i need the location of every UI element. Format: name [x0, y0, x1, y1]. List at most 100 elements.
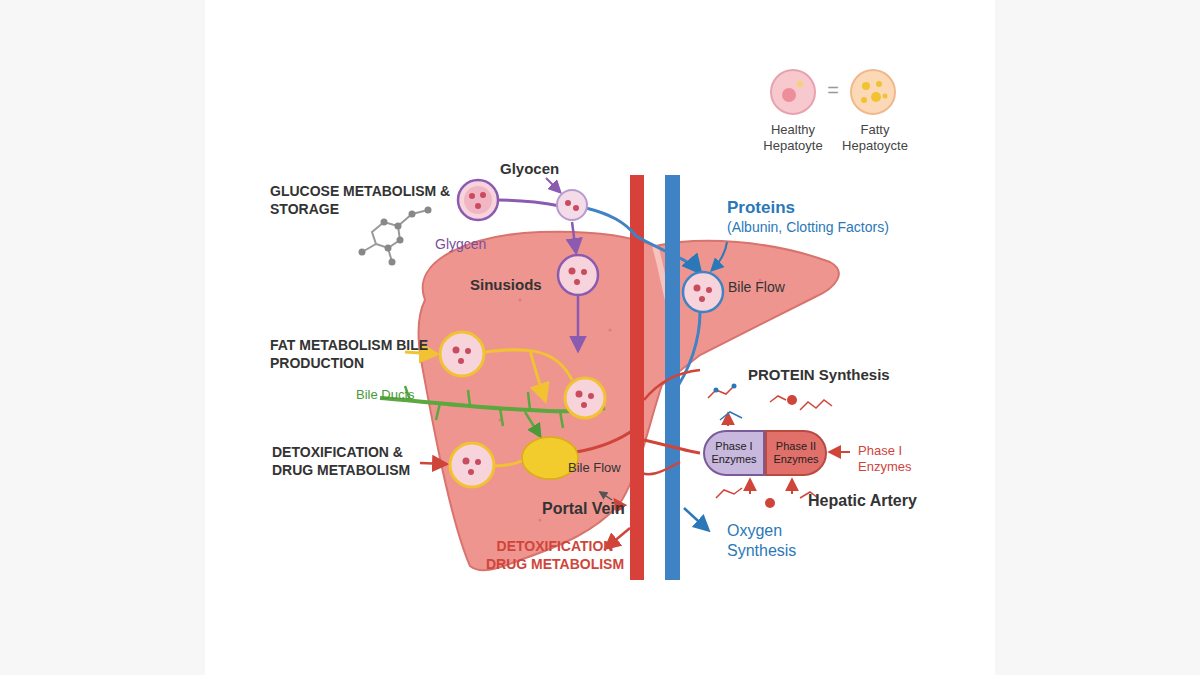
cell-nucleus: [782, 88, 796, 102]
text-label: GLUCOSE METABOLISM & STORAGE: [270, 183, 452, 218]
molecule-atom: [425, 207, 432, 214]
enzyme-arrow: [791, 480, 793, 494]
glycogen-arrow: [572, 222, 576, 252]
text-label: DETOXIFICATION & DRUG METABOLISM: [272, 444, 447, 479]
text-label: Oxygen Synthesis: [727, 521, 817, 561]
cell-organelle: [581, 269, 587, 275]
text-label: FAT METABOLISM BILE PRODUCTION: [270, 337, 440, 372]
cell-outline: [557, 190, 587, 220]
text-label: Bile Flow: [728, 279, 808, 297]
glucose-flow: [498, 200, 560, 206]
text-label: Glyocen: [500, 160, 570, 179]
molecule-atom: [714, 388, 719, 393]
fat-droplet: [871, 92, 881, 102]
oxygen-arrow: [684, 508, 708, 530]
cell-organelle: [458, 358, 464, 364]
cell-organelle: [573, 205, 579, 211]
bile-flow-line: [494, 460, 524, 466]
hepatocyte-cell: [440, 332, 484, 376]
node-text: Phase I Enzymes: [705, 440, 763, 465]
glucose-flow: [586, 208, 636, 236]
blood-flow-arrow: [636, 236, 700, 272]
text-label: PROTEIN Synthesis: [748, 366, 918, 385]
molecule-bond: [362, 210, 428, 262]
text-label: Bile Flow: [568, 460, 638, 476]
enzyme-arrow: [830, 451, 850, 453]
cell-organelle: [463, 458, 470, 465]
liver-texture: [539, 519, 542, 522]
molecule-atom: [381, 219, 388, 226]
hepatocyte-cell: [565, 378, 605, 418]
molecule-atom: [389, 259, 396, 266]
fat-droplet: [797, 81, 803, 87]
fat-droplet: [876, 81, 882, 87]
hepatocyte-cell: [450, 443, 494, 487]
text-label: Proteins: [727, 197, 827, 218]
fat-droplet: [862, 82, 870, 90]
bile-duct-arrow: [525, 412, 540, 436]
molecule-bond: [720, 412, 742, 420]
text-label: Phase I Enzymes: [858, 443, 928, 476]
cell-organelle: [706, 287, 712, 293]
sinusoid-arrow: [577, 296, 580, 350]
cell-organelle: [565, 200, 571, 206]
text-label: Fatty Hepatoycte: [835, 122, 915, 155]
liver-texture: [609, 329, 612, 332]
fat-flow: [484, 350, 572, 380]
cell-outline: [683, 272, 723, 312]
text-label: Healthy Hepatoyte: [755, 122, 831, 155]
text-label: Bile Ducts: [356, 387, 436, 403]
bile-duct-branch: [405, 386, 590, 428]
glycogen-arrow: [546, 178, 560, 192]
page-panel: [205, 0, 995, 675]
cell-organelle: [469, 193, 475, 199]
inhibitor-symbol: [787, 395, 797, 405]
cell-organelle: [480, 192, 486, 198]
cell-organelle: [699, 296, 705, 302]
cell-organelle: [694, 285, 701, 292]
enzyme-arrow: [727, 414, 729, 426]
fat-droplet: [861, 97, 867, 103]
molecule-atom: [397, 237, 404, 244]
enzyme-arrow: [749, 480, 751, 494]
detox-flow: [636, 462, 680, 474]
detox-arrow: [420, 463, 446, 464]
healthy-hepatocyte: [771, 70, 815, 114]
hepatocyte-cell: [458, 180, 498, 220]
hepatocyte-cell: [557, 190, 587, 220]
molecule-atom: [359, 249, 366, 256]
molecule-bond: [716, 488, 818, 498]
fat-droplet: [883, 94, 888, 99]
enzyme-capsule-half: Phase I Enzymes: [703, 430, 765, 476]
cell-organelle: [576, 391, 583, 398]
text-label: Portal Vein: [542, 499, 652, 519]
cell-organelle: [475, 203, 481, 209]
enzyme-capsule-half: Phase II Enzymes: [765, 430, 827, 476]
inhibitor-symbol: [765, 498, 775, 508]
cell-organelle: [588, 393, 594, 399]
cell-body: [464, 186, 492, 214]
cell-outline: [565, 378, 605, 418]
liver-texture: [519, 299, 522, 302]
cell-outline: [440, 332, 484, 376]
protein-arrow: [712, 242, 727, 270]
molecule-bond: [708, 386, 832, 410]
glucose-molecule: [359, 207, 432, 266]
cell-organelle: [574, 279, 580, 285]
node-text: Phase II Enzymes: [767, 440, 825, 465]
hepatocyte-cell: [558, 255, 598, 295]
molecule-atom: [395, 223, 402, 230]
molecule-atom: [732, 384, 737, 389]
cell-organelle: [453, 347, 460, 354]
cell-outline: [450, 443, 494, 487]
cell-organelle: [475, 459, 481, 465]
portal-pointer: [600, 492, 612, 500]
hepatocyte-cell: [683, 272, 723, 312]
fat-flow: [530, 350, 545, 400]
fatty-hepatocyte: [851, 70, 895, 114]
bile-flow-line: [672, 312, 700, 395]
cell-organelle: [468, 469, 474, 475]
cell-organelle: [465, 348, 471, 354]
text-label: Sinusiods: [470, 276, 560, 295]
